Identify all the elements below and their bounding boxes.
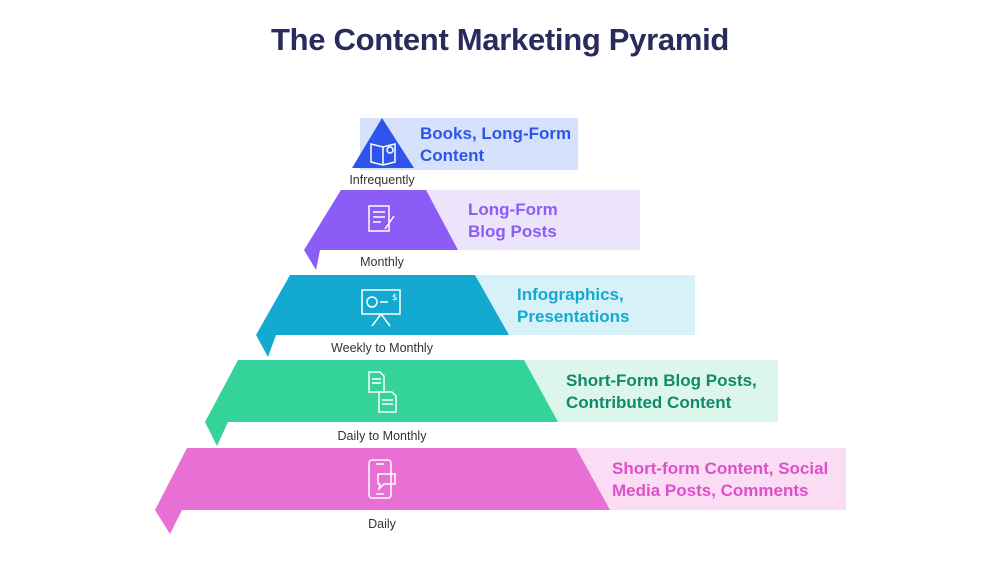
tier-label: Short-Form Blog Posts, Contributed Conte…	[566, 371, 762, 412]
tier-label: Long-Form Blog Posts	[468, 200, 562, 241]
tier-frequency: Weekly to Monthly	[331, 341, 434, 355]
pyramid-tier-infographics: $ Infographics, Presentations Weekly to …	[256, 275, 695, 357]
tier-frequency: Daily	[368, 517, 397, 531]
tier-panel	[570, 448, 846, 510]
tier-panel	[520, 360, 778, 422]
documents-icon	[368, 371, 397, 413]
tier-frequency: Infrequently	[349, 173, 415, 187]
pyramid-tier-books: Books, Long-Form Content Infrequently	[349, 118, 578, 187]
page-title: The Content Marketing Pyramid	[270, 22, 730, 57]
pyramid-tier-social-media: Short-form Content, Social Media Posts, …	[155, 448, 846, 534]
book-icon	[370, 143, 396, 166]
tier-label: Infographics, Presentations	[517, 285, 629, 326]
tier-frequency: Daily to Monthly	[338, 429, 428, 443]
document-pen-icon	[368, 205, 395, 232]
smartphone-chat-icon	[368, 459, 396, 499]
tier-shape	[352, 118, 414, 168]
tier-frequency: Monthly	[360, 255, 405, 269]
pyramid-tier-short-form-blog: Short-Form Blog Posts, Contributed Conte…	[205, 360, 778, 446]
tier-shape	[304, 190, 458, 270]
presentation-board-icon: $	[361, 289, 401, 327]
tier-label: Short-form Content, Social Media Posts, …	[612, 459, 833, 500]
pyramid-tier-blog-posts: Long-Form Blog Posts Monthly	[304, 190, 640, 270]
tier-shape	[205, 360, 558, 446]
svg-text:$: $	[392, 293, 398, 303]
tier-shape	[155, 448, 610, 534]
tier-label: Books, Long-Form Content	[420, 124, 576, 165]
tier-panel	[470, 275, 695, 335]
